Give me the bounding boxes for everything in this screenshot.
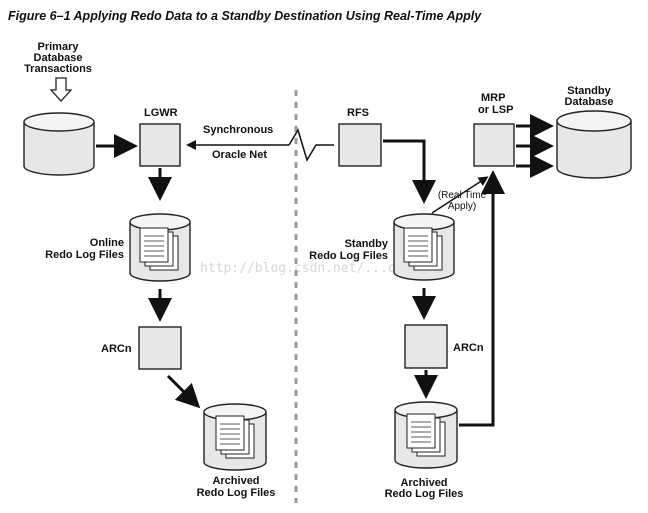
svg-text:or LSP: or LSP bbox=[478, 104, 513, 116]
arrow-archived-standby-to-mrp bbox=[459, 170, 505, 427]
svg-text:(Real Time: (Real Time bbox=[438, 190, 487, 201]
rfs-label: RFS bbox=[347, 107, 369, 119]
mrp-lsp-box bbox=[473, 123, 515, 167]
standby-redo-log-cylinder bbox=[393, 213, 455, 281]
svg-text:Standby: Standby bbox=[345, 238, 389, 250]
online-redo-label: Online Redo Log Files bbox=[45, 237, 124, 261]
lgwr-label: LGWR bbox=[144, 107, 178, 119]
primary-transactions-label: Primary Database Transactions bbox=[24, 41, 92, 75]
primary-database-cylinder bbox=[23, 112, 95, 176]
mrp-lsp-label: MRP or LSP bbox=[478, 92, 513, 116]
document-stack-icon bbox=[215, 415, 255, 459]
transactions-down-arrow-icon bbox=[49, 77, 73, 102]
document-stack-icon bbox=[403, 227, 443, 271]
arcn-primary-label: ARCn bbox=[101, 343, 132, 355]
online-redo-log-cylinder bbox=[129, 213, 191, 282]
document-stack-icon bbox=[406, 413, 446, 457]
figure-title: Figure 6–1 Applying Redo Data to a Stand… bbox=[8, 9, 482, 23]
arcn-standby-box bbox=[404, 324, 448, 369]
arcn-standby-label: ARCn bbox=[453, 342, 484, 354]
archived-primary-label: Archived Redo Log Files bbox=[197, 475, 276, 499]
svg-text:Primary: Primary bbox=[38, 41, 80, 53]
svg-text:Archived: Archived bbox=[212, 475, 259, 487]
svg-text:Archived: Archived bbox=[400, 477, 447, 489]
svg-text:Apply): Apply) bbox=[448, 201, 476, 212]
lgwr-box bbox=[139, 123, 181, 167]
svg-text:Standby: Standby bbox=[567, 85, 611, 97]
standby-database-cylinder bbox=[556, 110, 632, 179]
network-zigzag-icon bbox=[288, 128, 334, 162]
standby-redo-label: Standby Redo Log Files bbox=[309, 238, 389, 262]
document-stack-icon bbox=[139, 227, 179, 271]
arrow-arcn-to-archived-primary bbox=[166, 374, 201, 409]
svg-text:Database: Database bbox=[34, 52, 83, 64]
archived-standby-cylinder bbox=[394, 401, 458, 469]
svg-text:Transactions: Transactions bbox=[24, 63, 92, 75]
archived-primary-cylinder bbox=[203, 403, 267, 471]
arrow-standby-redo-to-mrp bbox=[431, 176, 489, 214]
svg-text:MRP: MRP bbox=[481, 92, 505, 104]
svg-text:Redo Log Files: Redo Log Files bbox=[197, 487, 276, 499]
svg-text:Redo Log Files: Redo Log Files bbox=[45, 249, 124, 261]
standby-database-label: Standby Database bbox=[565, 85, 614, 108]
svg-text:Redo Log Files: Redo Log Files bbox=[385, 488, 464, 500]
arrow-rfs-to-standby-redo bbox=[383, 139, 436, 204]
svg-text:Database: Database bbox=[565, 96, 614, 108]
arcn-primary-box bbox=[138, 326, 182, 370]
watermark: http://blog.csdn.net/...ora bbox=[200, 261, 411, 276]
oracle-net-label: Oracle Net bbox=[212, 149, 267, 161]
real-time-apply-label: (Real Time Apply) bbox=[438, 190, 487, 212]
archived-standby-label: Archived Redo Log Files bbox=[385, 477, 464, 500]
svg-text:Online: Online bbox=[90, 237, 124, 249]
svg-text:Redo Log Files: Redo Log Files bbox=[309, 250, 388, 262]
rfs-box bbox=[338, 123, 382, 167]
synchronous-label: Synchronous bbox=[203, 124, 273, 136]
